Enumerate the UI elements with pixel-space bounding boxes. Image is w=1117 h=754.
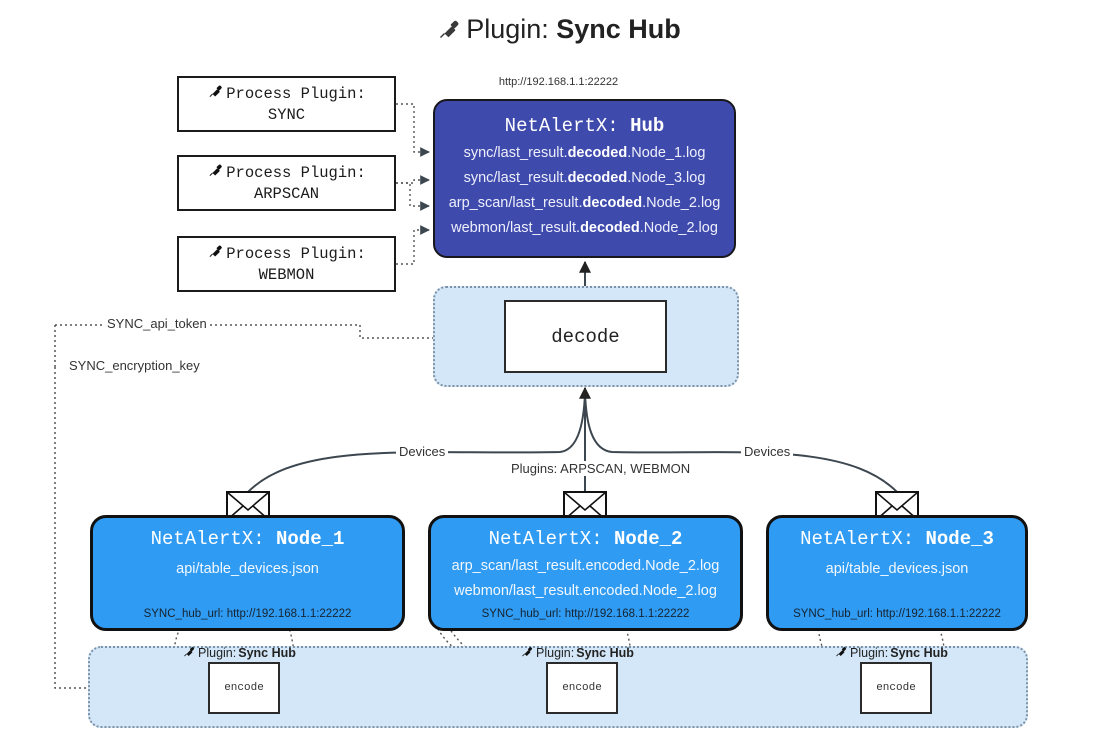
- plug-icon: [834, 645, 848, 661]
- hub-log-line: webmon/last_result.decoded.Node_2.log: [435, 220, 734, 237]
- hub-log-em: decoded: [567, 145, 628, 161]
- hub-title: NetAlertX: Hub: [435, 115, 734, 137]
- node-title: NetAlertX: Node_1: [93, 528, 402, 550]
- node-log-line: api/table_devices.json: [176, 561, 319, 577]
- encode-box-3[interactable]: encode: [860, 662, 932, 714]
- page-title-prefix: Plugin:: [466, 14, 557, 44]
- node-hub-url: SYNC_hub_url: http://192.168.1.1:22222: [793, 608, 1001, 620]
- encode-plugin-name: Sync Hub: [890, 646, 948, 660]
- encode-plugin-label-3: Plugin: Sync Hub: [834, 645, 948, 661]
- node-title: NetAlertX: Node_2: [431, 528, 740, 550]
- process-plugin-caption: Process Plugin:: [226, 84, 366, 103]
- process-plugin-name: WEBMON: [258, 265, 315, 284]
- process-plugin-caption: Process Plugin:: [226, 244, 366, 263]
- node-title-prefix: NetAlertX:: [488, 528, 614, 550]
- process-plugin-box-sync[interactable]: Process Plugin: SYNC: [177, 76, 396, 132]
- node-box-node-2[interactable]: NetAlertX: Node_2 arp_scan/last_result.e…: [428, 515, 743, 631]
- hub-log-post: .Node_2.log: [639, 220, 718, 237]
- process-plugin-name: SYNC: [267, 105, 306, 124]
- plug-icon: [207, 243, 224, 265]
- edge-label-devices-right: Devices: [741, 444, 794, 459]
- hub-url-caption: http://192.168.1.1:22222: [498, 76, 619, 88]
- plug-icon: [436, 17, 462, 48]
- node-log-line: api/table_devices.json: [825, 561, 969, 577]
- hub-log-line: sync/last_result.decoded.Node_3.log: [435, 170, 734, 187]
- node-title-prefix: NetAlertX:: [800, 528, 926, 550]
- node-title-name: Node_3: [925, 528, 994, 550]
- hub-log-post: .Node_3.log: [627, 170, 706, 187]
- encode-plugin-label-2: Plugin: Sync Hub: [520, 645, 634, 661]
- encode-plugin-name: Sync Hub: [576, 646, 634, 660]
- hub-log-em: decoded: [582, 195, 643, 212]
- plug-icon: [520, 645, 534, 661]
- node-title-name: Node_1: [276, 528, 345, 550]
- hub-log-pre: webmon/last_result.: [451, 220, 581, 237]
- edge-label-plugins: Plugins: ARPSCAN, WEBMON: [508, 461, 694, 476]
- node-title-name: Node_2: [614, 528, 683, 550]
- encode-plugin-prefix: Plugin:: [850, 646, 889, 660]
- edge-label-devices-left: Devices: [396, 444, 449, 459]
- encode-box-2[interactable]: encode: [546, 662, 618, 714]
- plug-icon: [182, 645, 196, 661]
- edge-label-encryption-key: SYNC_encryption_key: [66, 358, 203, 373]
- node-title-prefix: NetAlertX:: [150, 528, 276, 550]
- encode-plugin-label-1: Plugin: Sync Hub: [182, 645, 296, 661]
- node-log-line: webmon/last_result.encoded.Node_2.log: [454, 583, 717, 600]
- process-plugin-caption: Process Plugin:: [226, 163, 366, 182]
- encode-plugin-name: Sync Hub: [238, 646, 296, 660]
- node-title: NetAlertX: Node_3: [769, 528, 1025, 550]
- hub-log-em: decoded: [580, 220, 640, 237]
- plug-icon: [207, 162, 224, 184]
- node-box-node-1[interactable]: NetAlertX: Node_1 api/table_devices.json…: [90, 515, 405, 631]
- hub-title-name: Hub: [630, 115, 665, 137]
- hub-log-pre: sync/last_result.: [463, 145, 568, 161]
- hub-title-prefix: NetAlertX:: [504, 115, 631, 137]
- plug-icon: [207, 83, 224, 105]
- hub-log-pre: sync/last_result.: [463, 170, 568, 187]
- node-box-node-3[interactable]: NetAlertX: Node_3 api/table_devices.json…: [766, 515, 1028, 631]
- page-title: Plugin: Sync Hub: [0, 14, 1117, 48]
- hub-log-line: sync/last_result.decoded.Node_1.log: [435, 145, 734, 162]
- encode-plugin-prefix: Plugin:: [536, 646, 575, 660]
- process-plugin-box-webmon[interactable]: Process Plugin: WEBMON: [177, 236, 396, 292]
- hub-log-post: .Node_2.log: [642, 195, 721, 212]
- edge-label-api-token: SYNC_api_token: [104, 316, 210, 331]
- node-hub-url: SYNC_hub_url: http://192.168.1.1:22222: [143, 608, 352, 620]
- hub-log-em: decoded: [567, 170, 628, 187]
- node-log-line: arp_scan/last_result.encoded.Node_2.log: [451, 558, 720, 574]
- hub-node[interactable]: NetAlertX: Hub sync/last_result.decoded.…: [433, 99, 736, 258]
- node-hub-url: SYNC_hub_url: http://192.168.1.1:22222: [481, 608, 690, 620]
- hub-log-line: arp_scan/last_result.decoded.Node_2.log: [435, 195, 734, 212]
- process-plugin-box-arpscan[interactable]: Process Plugin: ARPSCAN: [177, 155, 396, 211]
- page-title-name: Sync Hub: [556, 14, 681, 44]
- process-plugin-name: ARPSCAN: [253, 184, 320, 203]
- hub-log-post: .Node_1.log: [627, 145, 706, 161]
- encode-box-1[interactable]: encode: [208, 662, 280, 714]
- hub-log-pre: arp_scan/last_result.: [448, 195, 583, 212]
- encode-plugin-prefix: Plugin:: [198, 646, 237, 660]
- decode-box[interactable]: decode: [504, 300, 667, 373]
